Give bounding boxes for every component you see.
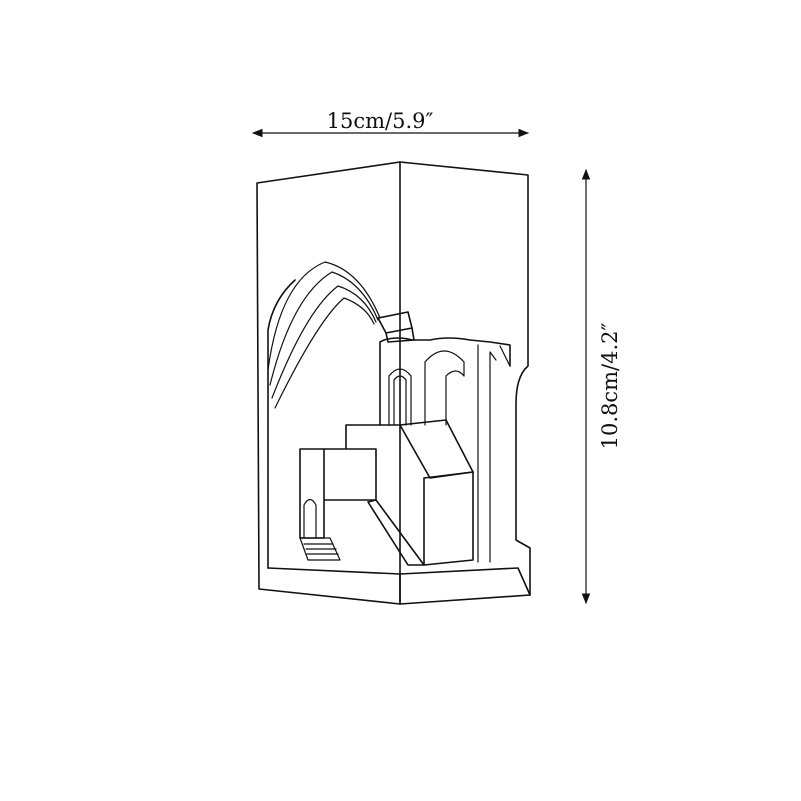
width-label: 15cm/5.9″ xyxy=(327,109,434,133)
arch-window-3 xyxy=(393,375,407,426)
diagonal-wall xyxy=(367,499,425,566)
height-label: 10.8cm/4.2″ xyxy=(598,322,622,449)
width-dimension: 15cm/5.9″ xyxy=(251,109,530,138)
arch-window-2 xyxy=(424,350,465,426)
arch-rib-4 xyxy=(274,297,375,409)
arch-capstone xyxy=(377,311,415,343)
upper-block xyxy=(345,419,474,479)
arched-facade xyxy=(379,337,511,426)
arch-rib-1 xyxy=(267,261,381,371)
lamp-base-ledge xyxy=(267,567,531,605)
lamp-right-face xyxy=(399,161,531,605)
front-block xyxy=(423,471,474,566)
left-house xyxy=(299,448,377,539)
architectural-wall-lamp-drawing xyxy=(256,161,531,605)
house-stairs xyxy=(299,537,341,561)
arch-rib-2 xyxy=(269,271,379,386)
house-doorway xyxy=(303,498,317,539)
side-pillar xyxy=(477,344,511,563)
arch-rib-3 xyxy=(271,285,377,399)
height-dimension: 10.8cm/4.2″ xyxy=(581,168,622,605)
arch-window-1 xyxy=(388,368,412,426)
